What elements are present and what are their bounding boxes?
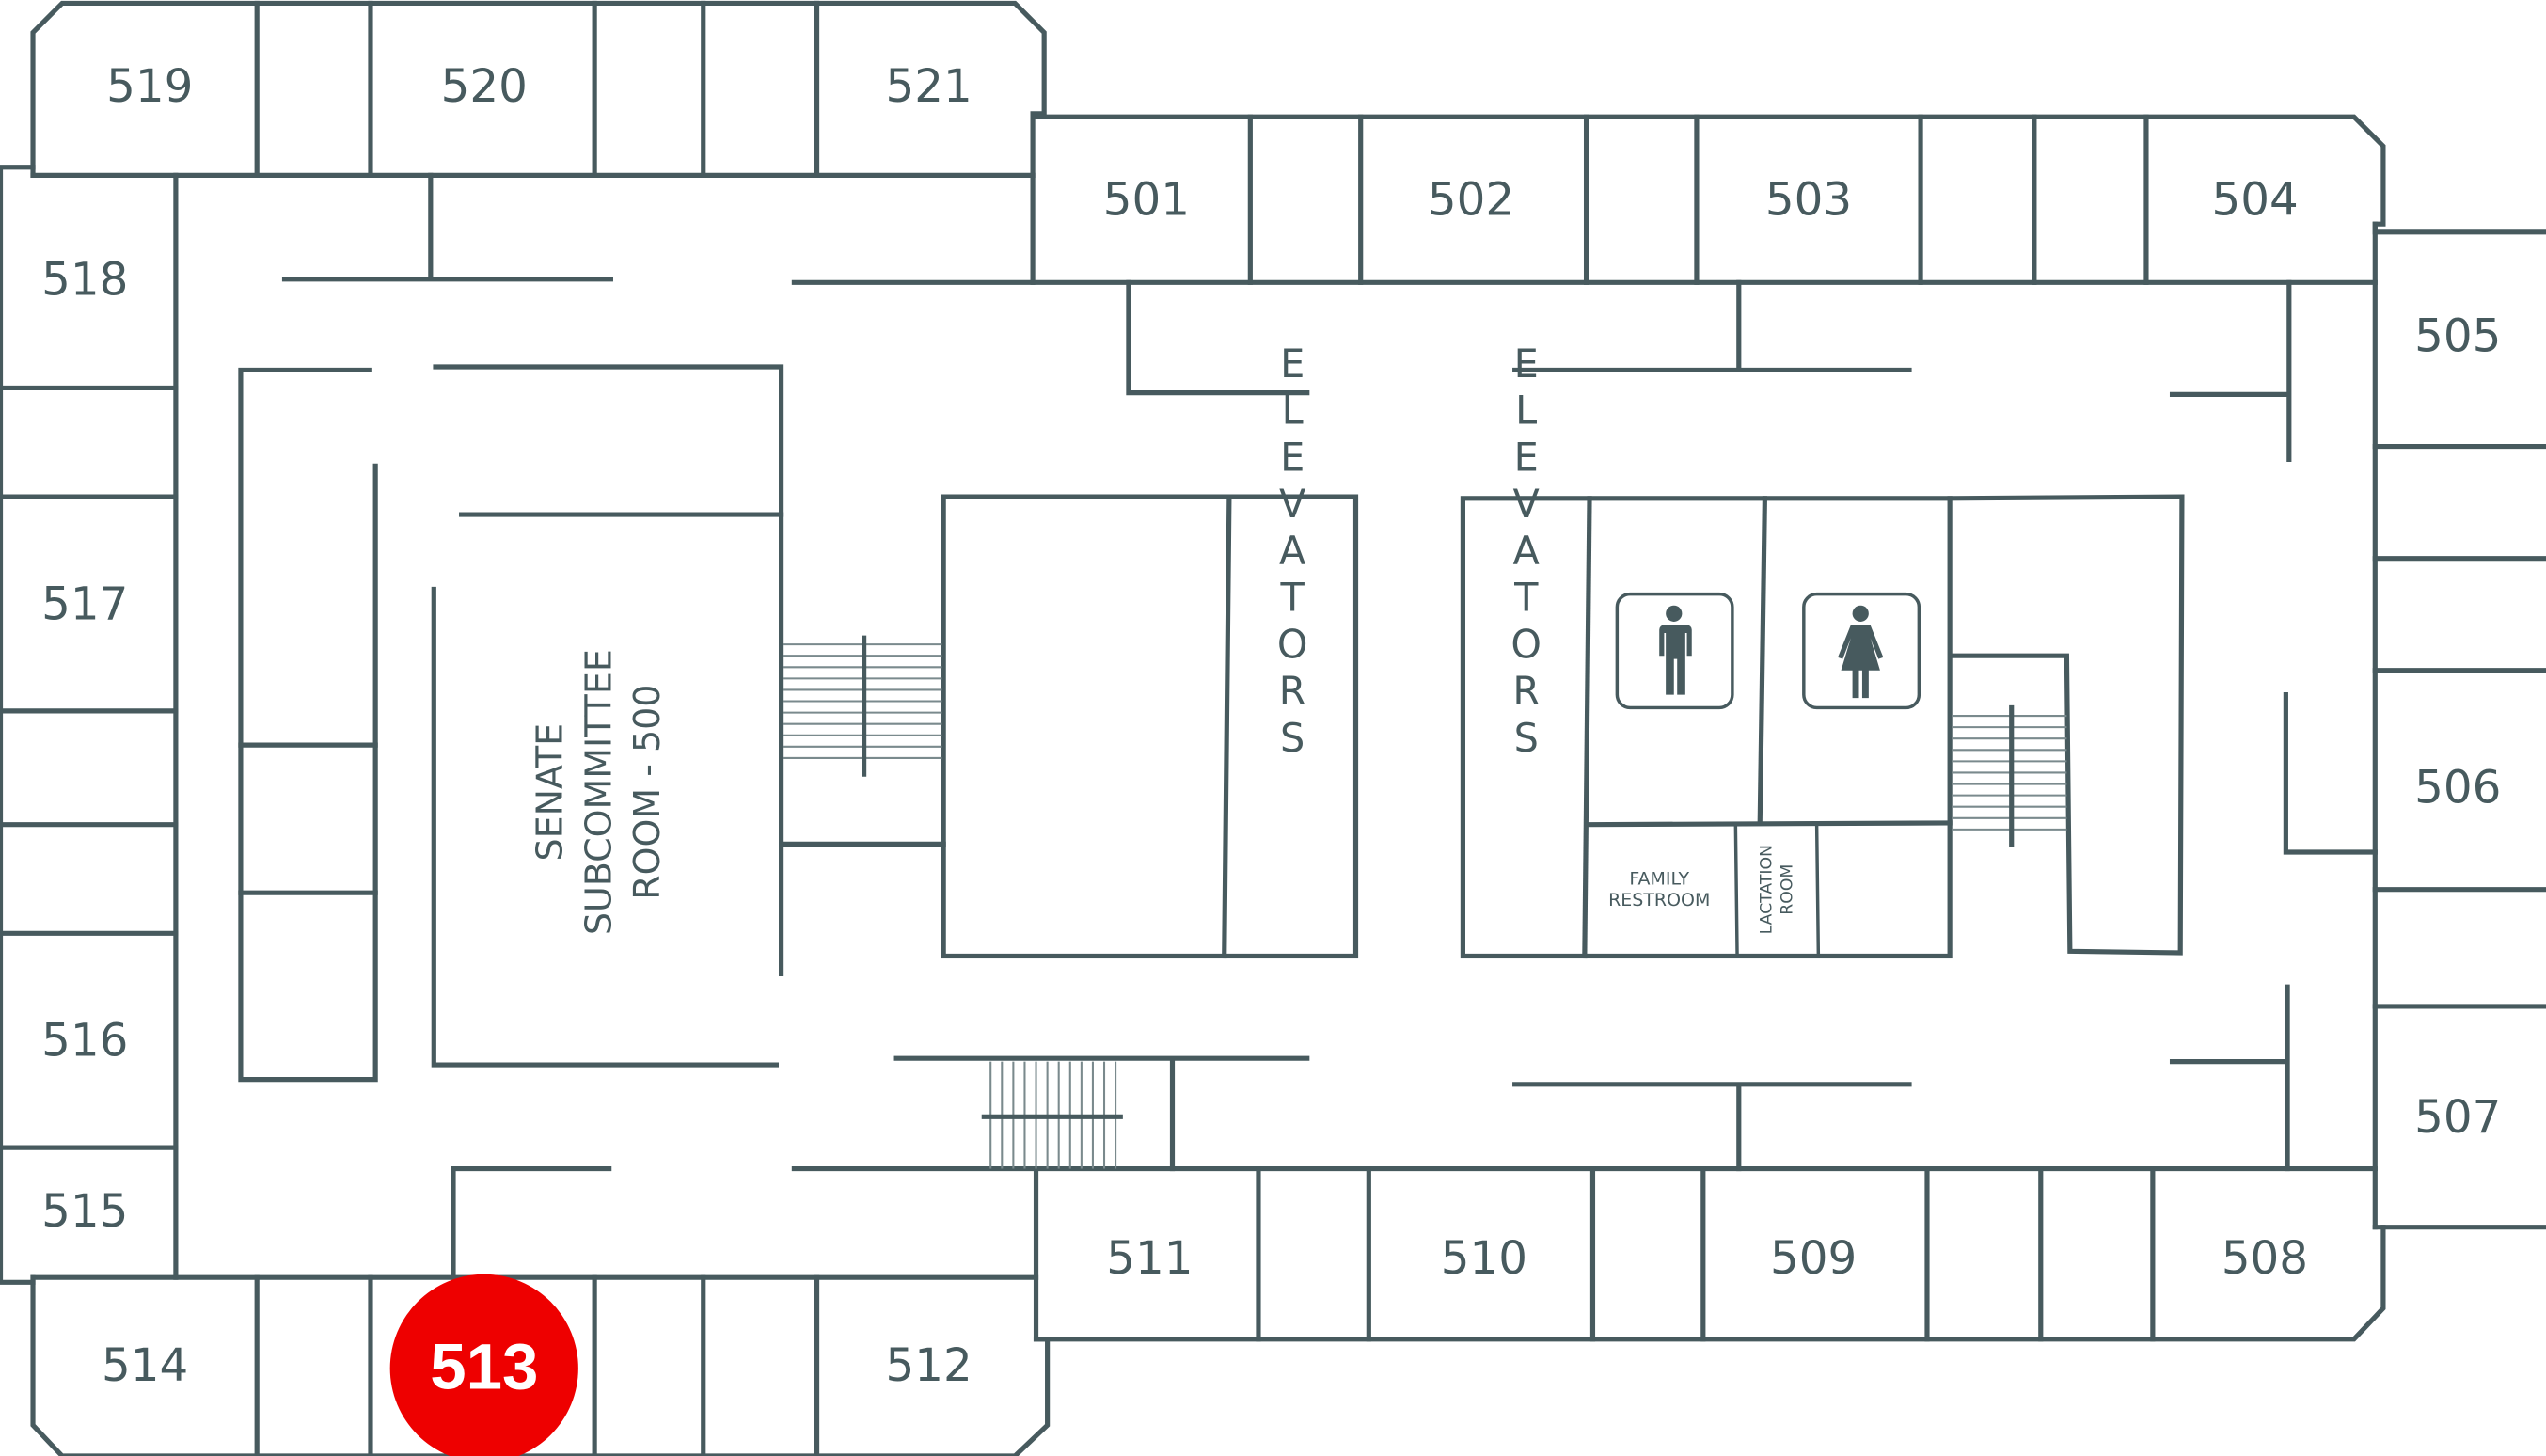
room-509[interactable]: 509 [1770, 1232, 1857, 1285]
room-502[interactable]: 502 [1428, 174, 1514, 227]
room-514[interactable]: 514 [102, 1339, 188, 1392]
room-508[interactable]: 508 [2222, 1232, 2308, 1285]
stairs-right [1953, 704, 2067, 847]
room-510[interactable]: 510 [1441, 1232, 1527, 1285]
room-516[interactable]: 516 [41, 1015, 128, 1068]
room-517[interactable]: 517 [41, 578, 128, 630]
highlight-marker [389, 1274, 578, 1456]
room-519[interactable]: 519 [106, 60, 193, 113]
room-512[interactable]: 512 [886, 1339, 973, 1392]
room-513[interactable]: 513 [430, 1330, 538, 1402]
senate-label-line1: SENATE [530, 723, 571, 862]
room-505[interactable]: 505 [2414, 310, 2501, 363]
room-506[interactable]: 506 [2414, 761, 2501, 814]
room-518[interactable]: 518 [41, 253, 128, 306]
room-511[interactable]: 511 [1106, 1232, 1193, 1285]
room-520[interactable]: 520 [441, 60, 528, 113]
lactation-line2: ROOM [1779, 864, 1797, 915]
senate-label-line2: SUBCOMMITTEE [577, 649, 619, 935]
family-restroom-line2: RESTROOM [1608, 890, 1710, 910]
womens-restroom-icon [1802, 592, 1921, 710]
room-507[interactable]: 507 [2414, 1091, 2501, 1144]
room-504[interactable]: 504 [2211, 174, 2298, 227]
stairs-left [783, 635, 942, 777]
family-restroom: FAMILY RESTROOM [1608, 869, 1710, 910]
room-515[interactable]: 515 [41, 1185, 128, 1238]
senate-subcommittee-room: SENATE SUBCOMMITTEE ROOM - 500 [530, 649, 669, 935]
room-513-highlight[interactable]: 513 [389, 1274, 578, 1456]
lactation-room: LACTATION ROOM [1757, 845, 1796, 934]
room-labels: 519 520 521 501 502 503 504 505 506 507 … [41, 60, 2501, 1392]
senate-label-line3: ROOM - 500 [626, 685, 668, 900]
room-521[interactable]: 521 [886, 60, 973, 113]
family-restroom-line1: FAMILY [1629, 869, 1689, 890]
elevators-left-label: ELEVATORS [1270, 341, 1315, 763]
elevators-right-label: ELEVATORS [1504, 341, 1549, 763]
room-501[interactable]: 501 [1103, 174, 1190, 227]
room-503[interactable]: 503 [1765, 174, 1852, 227]
mens-restroom-icon [1615, 592, 1734, 710]
lactation-line1: LACTATION [1757, 845, 1776, 934]
stairs-bottom [981, 1061, 1123, 1169]
